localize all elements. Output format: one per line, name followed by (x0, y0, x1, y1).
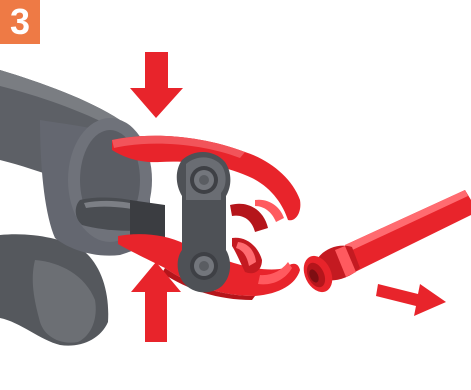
step-number-badge: 3 (0, 0, 40, 44)
down-press-arrow (130, 52, 183, 118)
insert-direction-arrow (376, 284, 446, 316)
press-tool-body (0, 70, 165, 346)
up-press-arrow (131, 262, 181, 342)
pipe-fitting (303, 190, 471, 293)
link-plate (176, 151, 231, 293)
